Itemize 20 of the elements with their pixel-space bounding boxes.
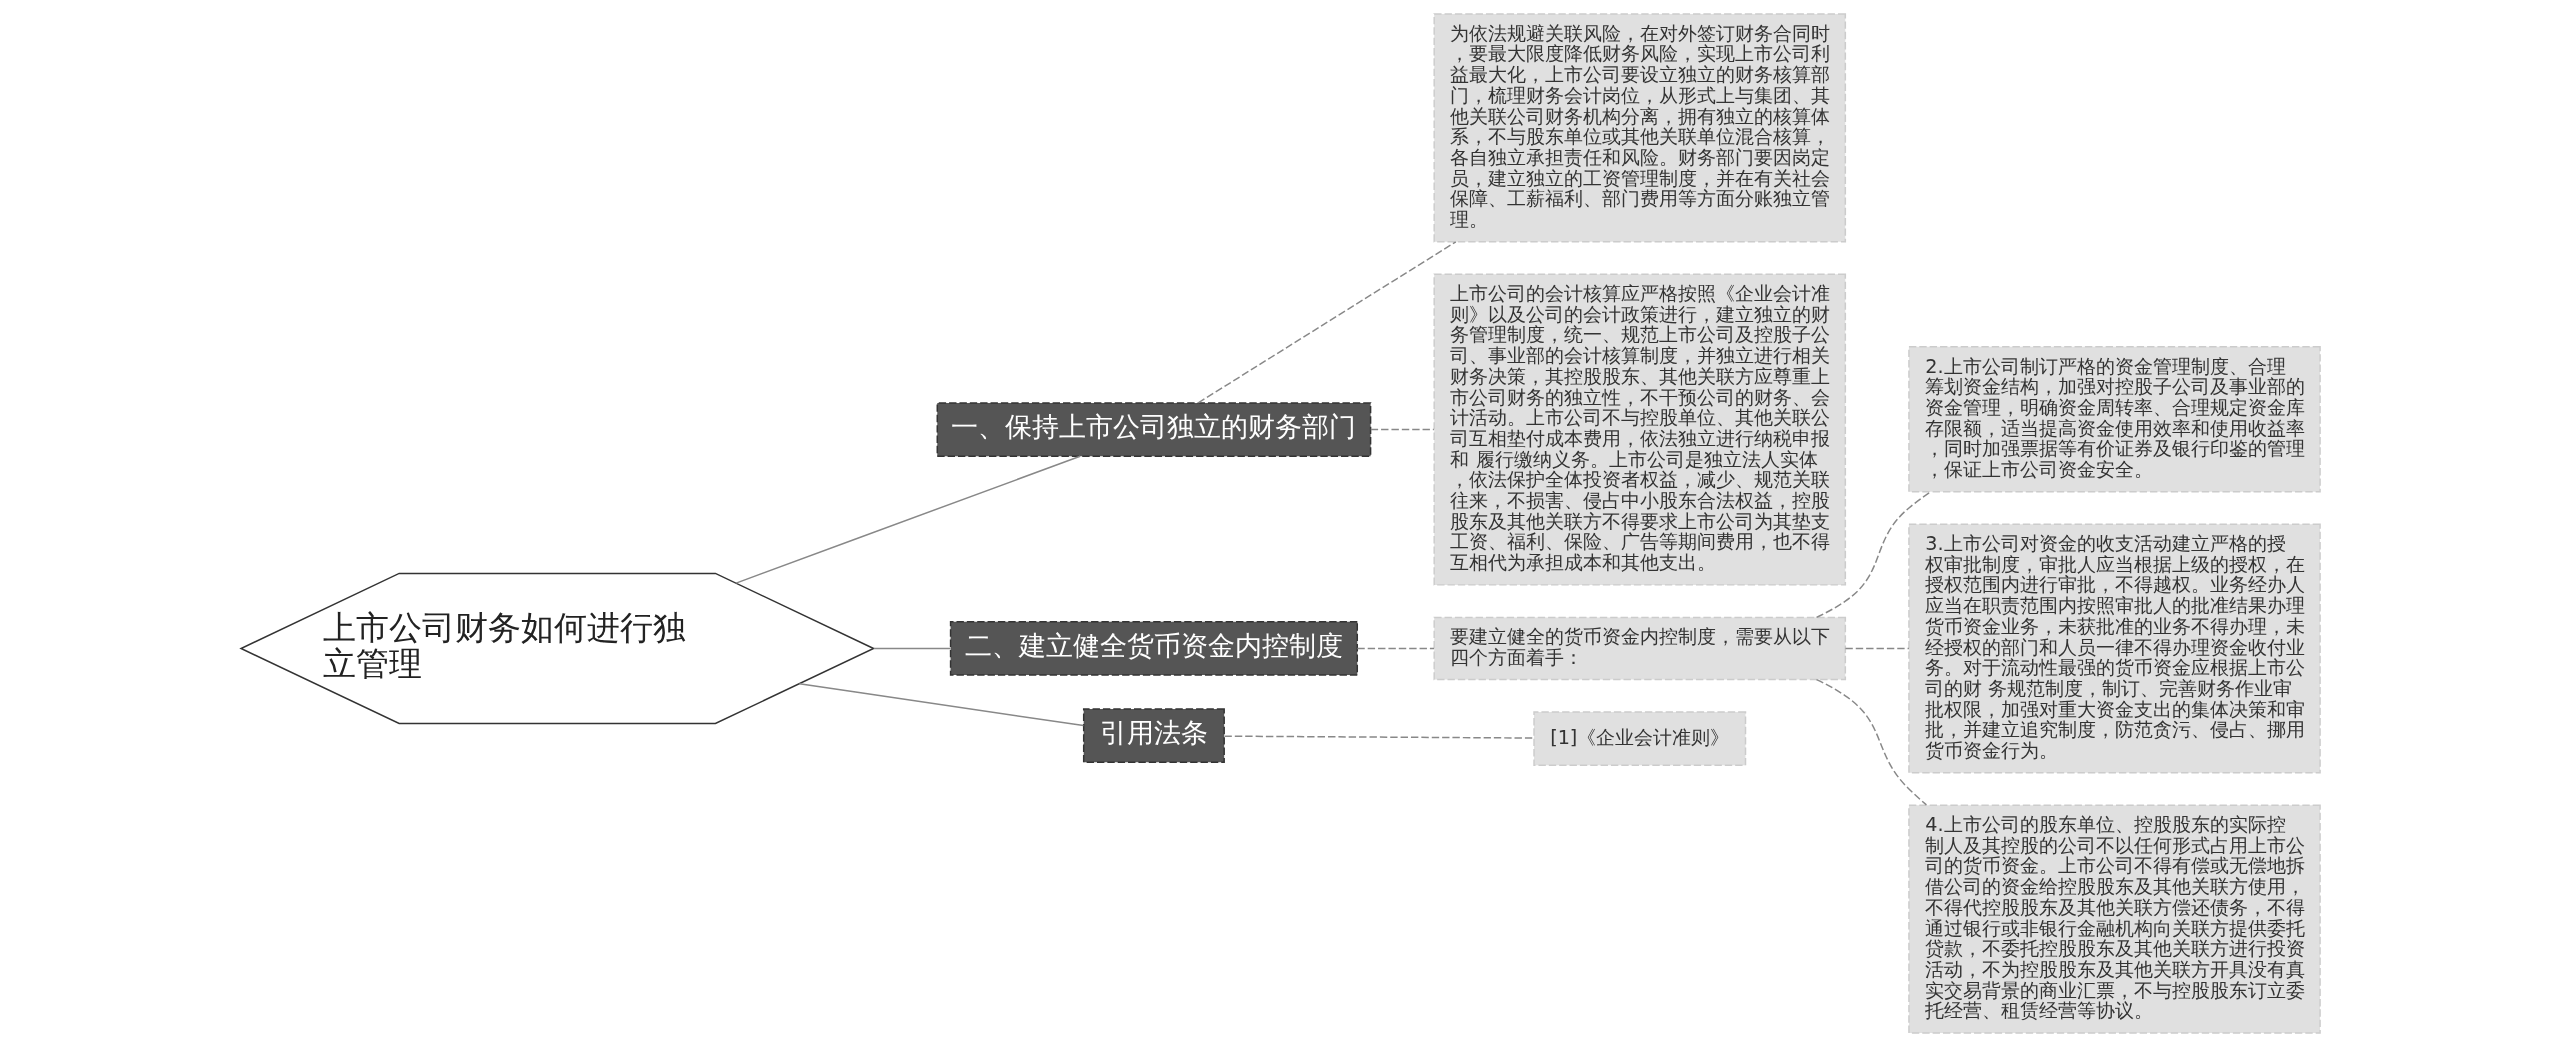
node-box: 4.上市公司的股东单位、控股股东的实际控制人及其控股的公司不以任何形式占用上市公司的货币资金。上市公司不得有偿或无偿地拆借公司的资金给控股股东及其他关联方使用，不得代控股股东及其他关联方偿还债务，不得通过银行或非银行金融机构向关联方提供委托贷款，不委托控股股东及其他关联方进行投资活动，不为控股股东及其他关联方开具没有真实交易背景的商业汇票，不与控股股东订立委托经营、租赁经营等协议。 — [1907, 804, 2321, 1034]
connector — [1223, 735, 1534, 739]
connector — [1369, 428, 1435, 431]
node-box: 上市公司的会计核算应严格按照《企业会计准则》以及公司的会计政策进行，建立独立的财务管理制度，统一、规范上市公司及控股子公司、事业部的会计核算制度，并独立进行相关财务决策，其控股股东、其他关联方应尊重上市公司财务的独立性，不干预公司的财务、会计活动。上市公司不与控股单位、其他关联公司互相垫付成本费用，依法独立进行纳税申报和 履行缴纳义务。上市公司是独立法人实体，依法保护全体投资者权益，减少、规范关联往来，不损害、侵占中小股东合法权益，控股股东及其他关联方不得要求上市公司为其垫支工资、福利、保险、广告等期间费用，也不得互相代为承担成本和其他支出。 — [1432, 273, 1846, 586]
connector — [1197, 241, 1457, 404]
node-box: 引用法条 — [1082, 708, 1225, 764]
node-box: 一、保持上市公司独立的财务部门 — [936, 402, 1371, 457]
node-box: 二、建立健全货币资金内控制度 — [949, 621, 1358, 676]
connector — [1815, 678, 1927, 806]
node-box: [1]《企业会计准则》 — [1532, 711, 1746, 767]
node-box: 要建立健全的货币资金内控制度，需要从以下四个方面着手： — [1432, 616, 1846, 681]
connector — [1815, 491, 1931, 619]
connector — [872, 647, 951, 650]
node-box: 3.上市公司对资金的收支活动建立严格的授权审批制度，审批人应当根据上级的授权，在授权范围内进行审批，不得越权。业务经办人应当在职责范围内按照审批人的批准结果办理货币资金业务，未获批准的业务不得办理，未经授权的部门和人员一律不得办理资金收付业务。对于流动性最强的货币资金应根据上市公司的财 务规范制度，制订、完善财务作业审批权限，加强对重大资金支出的集体决策和审批，并建立追究制度，防范贪污、侵占、挪用货币资金行为。 — [1907, 523, 2321, 774]
connector — [734, 455, 1081, 584]
node-box: 为依法规避关联风险，在对外签订财务合同时，要最大限度降低财务风险，实现上市公司利益最大化，上市公司要设立独立的财务核算部门，梳理财务会计岗位，从形式上与集团、其他关联公司财务机构分离，拥有独立的核算体系，不与股东单位或其他关联单位混合核算，各自独立承担责任和风险。财务部门要因岗定员，建立独立的工资管理制度，并在有关社会保障、工薪福利、部门费用等方面分账独立管理。 — [1432, 13, 1846, 243]
connector — [1356, 647, 1435, 650]
connector — [1844, 647, 1910, 650]
connector — [798, 683, 1084, 727]
node-box: 2.上市公司制订严格的资金管理制度、合理筹划资金结构，加强对控股子公司及事业部的资金管理，明确资金周转率、合理规定资金库存限额，适当提高资金使用效率和使用收益率，同时加强票据等有价证券及银行印鉴的管理，保证上市公司资金安全。 — [1907, 346, 2321, 493]
